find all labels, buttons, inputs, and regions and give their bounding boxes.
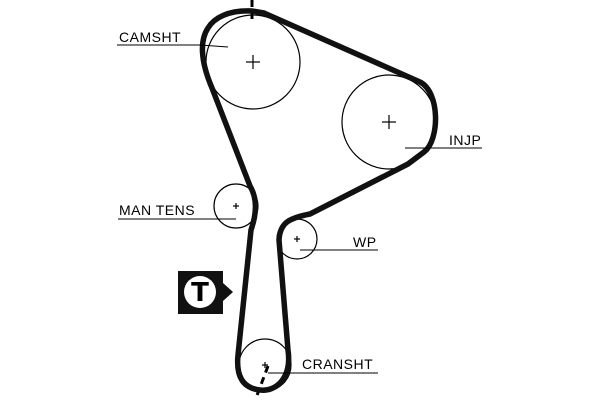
crankshaft-timing-mark bbox=[254, 365, 270, 399]
water-pump-label: WP bbox=[353, 234, 377, 250]
crankshaft-center-icon bbox=[262, 362, 268, 368]
manual-tensioner-label: MAN TENS bbox=[119, 202, 195, 218]
injection-pump-label: INJP bbox=[449, 132, 481, 148]
camshaft-center-icon bbox=[246, 55, 260, 69]
tension-badge-letter: T bbox=[191, 278, 209, 308]
tension-badge-icon: T bbox=[178, 271, 233, 314]
timing-belt bbox=[199, 8, 439, 393]
crankshaft-label: CRANSHT bbox=[302, 356, 373, 372]
injection-pump-center-icon bbox=[382, 115, 396, 129]
manual-tensioner-center-icon bbox=[233, 203, 239, 209]
camshaft-label: CAMSHT bbox=[119, 29, 181, 45]
camshaft-leader-line bbox=[117, 44, 229, 48]
water-pump-center-icon bbox=[294, 236, 300, 242]
